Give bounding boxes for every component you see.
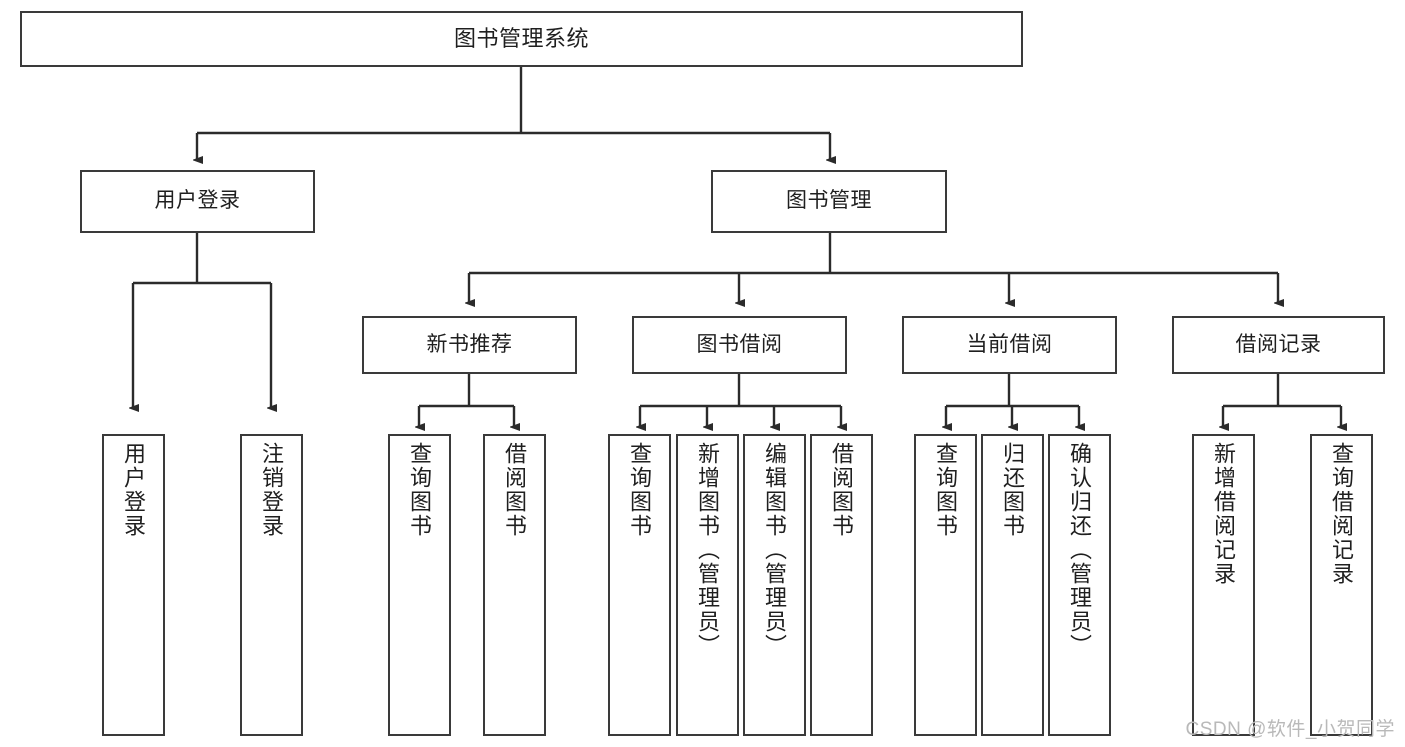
leaf-record-query-record[interactable]: 查询借阅记录	[1310, 434, 1373, 736]
leaf-new-book-borrow[interactable]: 借阅图书	[483, 434, 546, 736]
node-label: 新增借阅记录	[1211, 442, 1237, 586]
leaf-new-book-query[interactable]: 查询图书	[388, 434, 451, 736]
leaf-borrow-borrow-book[interactable]: 借阅图书	[810, 434, 873, 736]
leaf-user-login-logout[interactable]: 注销登录	[240, 434, 303, 736]
node-user-login[interactable]: 用户登录	[80, 170, 315, 233]
node-label: 新书推荐	[426, 332, 513, 356]
leaf-borrow-edit-book-admin[interactable]: 编辑图书（管理员）	[743, 434, 806, 736]
leaf-current-query-book[interactable]: 查询图书	[914, 434, 977, 736]
leaf-user-login-login[interactable]: 用户登录	[102, 434, 165, 736]
node-label: 图书管理	[786, 189, 872, 213]
node-label: 借阅图书	[502, 442, 528, 538]
node-label: 查询图书	[933, 442, 959, 538]
csdn-watermark: CSDN @软件_小贺同学	[1185, 719, 1395, 740]
node-label: 图书管理系统	[453, 26, 589, 52]
node-label: 当前借阅	[966, 332, 1053, 356]
node-label: 归还图书	[1000, 442, 1026, 538]
leaf-borrow-add-book-admin[interactable]: 新增图书（管理员）	[676, 434, 739, 736]
node-root-system[interactable]: 图书管理系统	[20, 11, 1023, 67]
node-label: 注销登录	[259, 442, 285, 538]
node-label: 用户登录	[154, 189, 241, 213]
node-label: 编辑图书（管理员）	[762, 442, 788, 658]
node-borrow-record[interactable]: 借阅记录	[1172, 316, 1385, 374]
leaf-current-confirm-return-admin[interactable]: 确认归还（管理员）	[1048, 434, 1111, 736]
leaf-record-add-record[interactable]: 新增借阅记录	[1192, 434, 1255, 736]
leaf-borrow-query-book[interactable]: 查询图书	[608, 434, 671, 736]
node-label: 查询图书	[627, 442, 653, 538]
node-label: 图书借阅	[696, 332, 783, 356]
node-current-borrow[interactable]: 当前借阅	[902, 316, 1117, 374]
node-label: 查询借阅记录	[1329, 442, 1355, 586]
node-label: 查询图书	[407, 442, 433, 538]
node-new-book-recommend[interactable]: 新书推荐	[362, 316, 577, 374]
node-book-management[interactable]: 图书管理	[711, 170, 947, 233]
node-label: 借阅图书	[829, 442, 855, 538]
node-label: 新增图书（管理员）	[695, 442, 721, 658]
node-label: 用户登录	[121, 442, 147, 538]
leaf-current-return-book[interactable]: 归还图书	[981, 434, 1044, 736]
node-book-borrow[interactable]: 图书借阅	[632, 316, 847, 374]
node-label: 确认归还（管理员）	[1067, 442, 1093, 658]
node-label: 借阅记录	[1235, 332, 1322, 356]
